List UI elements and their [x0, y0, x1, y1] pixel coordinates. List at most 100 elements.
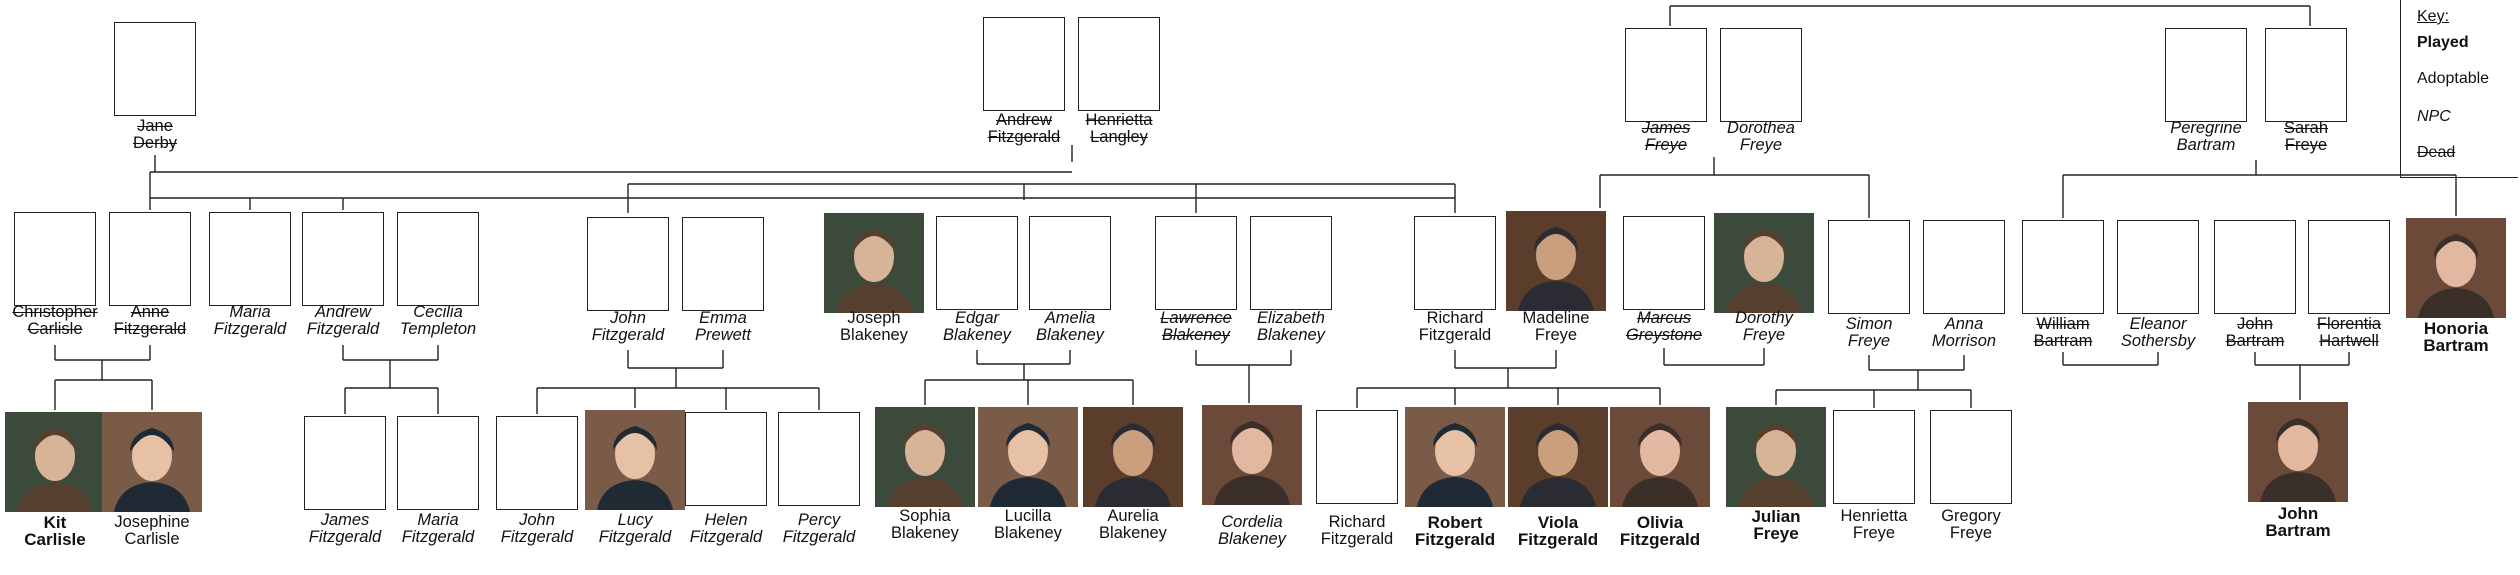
- peregrine-bartram-box: [2165, 28, 2247, 122]
- gregory-freye-box: [1930, 410, 2012, 504]
- richard-fitzgerald-jr-box: [1316, 410, 1398, 504]
- name-line: Blakeney: [1162, 326, 1230, 344]
- name-line: Fitzgerald: [306, 320, 380, 338]
- name-line: Honoria: [2423, 319, 2489, 338]
- name-line: Fitzgerald: [113, 320, 187, 338]
- sophia-blakeney-portrait: [875, 407, 975, 507]
- maria-fitzgerald-sr-box: [209, 212, 291, 306]
- name-line: Lucilla: [1004, 507, 1052, 525]
- name-line: Lawrence: [1160, 309, 1232, 327]
- name-line: Anna: [1944, 315, 1984, 333]
- name-line: Aurelia: [1107, 507, 1159, 525]
- emma-prewett-box: [682, 217, 764, 311]
- name-line: John: [519, 511, 555, 529]
- name-line: Viola: [1537, 513, 1579, 532]
- name-line: Freye: [1852, 524, 1896, 542]
- name-line: Blakeney: [1036, 326, 1104, 344]
- name-line: Fitzgerald: [1320, 530, 1394, 548]
- name-line: Simon: [1845, 315, 1893, 333]
- name-line: Edgar: [954, 309, 1000, 327]
- name-line: Maria: [229, 303, 271, 321]
- name-line: Freye: [1753, 524, 1799, 543]
- anna-morrison-box: [1923, 220, 2005, 314]
- name-line: Sothersby: [2120, 332, 2196, 350]
- name-line: John: [2237, 315, 2273, 333]
- joseph-blakeney-portrait: [824, 213, 924, 313]
- name-line: Sarah: [2283, 119, 2329, 137]
- anne-fitzgerald-box: [109, 212, 191, 306]
- name-line: Langley: [1090, 128, 1148, 146]
- name-line: Henrietta: [1085, 111, 1153, 129]
- sarah-freye-box: [2265, 28, 2347, 122]
- name-line: Morrison: [1931, 332, 1997, 350]
- name-line: Blakeney: [943, 326, 1011, 344]
- key-title: Key:: [2417, 8, 2450, 25]
- name-line: Freye: [1742, 326, 1786, 344]
- simon-freye-box: [1828, 220, 1910, 314]
- john-bartram-jr-portrait: [2248, 402, 2348, 502]
- name-line: Blakeney: [1257, 326, 1325, 344]
- florentia-hartwell-box: [2308, 220, 2390, 314]
- lucy-fitzgerald-portrait: [585, 410, 685, 510]
- name-line: Freye: [1949, 524, 1993, 542]
- name-line: Prewett: [695, 326, 751, 344]
- key-dead: Dead: [2417, 144, 2456, 161]
- name-line: Blakeney: [840, 326, 908, 344]
- name-line: Fitzgerald: [500, 528, 574, 546]
- kit-carlisle-portrait: [5, 412, 105, 512]
- andrew-fitzgerald-sr-box: [983, 17, 1065, 111]
- name-line: Bartram: [2265, 521, 2331, 540]
- name-line: Freye: [1739, 136, 1783, 154]
- jane-derby-box: [114, 22, 196, 116]
- name-line: Dorothea: [1727, 119, 1795, 137]
- helen-fitzgerald-box: [685, 412, 767, 506]
- name-line: Richard: [1426, 309, 1484, 327]
- name-line: Blakeney: [891, 524, 959, 542]
- henrietta-freye-box: [1833, 410, 1915, 504]
- name-line: Fitzgerald: [213, 320, 287, 338]
- josephine-carlisle-portrait: [102, 412, 202, 512]
- name-line: Fitzgerald: [1619, 530, 1701, 549]
- name-line: Lucy: [617, 511, 653, 529]
- dorothea-freye-box: [1720, 28, 1802, 122]
- name-line: Freye: [1534, 326, 1578, 344]
- name-line: Bartram: [2423, 336, 2489, 355]
- olivia-fitzgerald-portrait: [1610, 407, 1710, 507]
- name-line: Andrew: [996, 111, 1052, 129]
- percy-fitzgerald-box: [778, 412, 860, 506]
- key-adoptable: Adoptable: [2417, 70, 2490, 87]
- name-line: James: [1641, 119, 1691, 137]
- name-line: Freye: [2284, 136, 2328, 154]
- aurelia-blakeney-portrait: [1083, 407, 1183, 507]
- maria-fitzgerald-jr-box: [397, 416, 479, 510]
